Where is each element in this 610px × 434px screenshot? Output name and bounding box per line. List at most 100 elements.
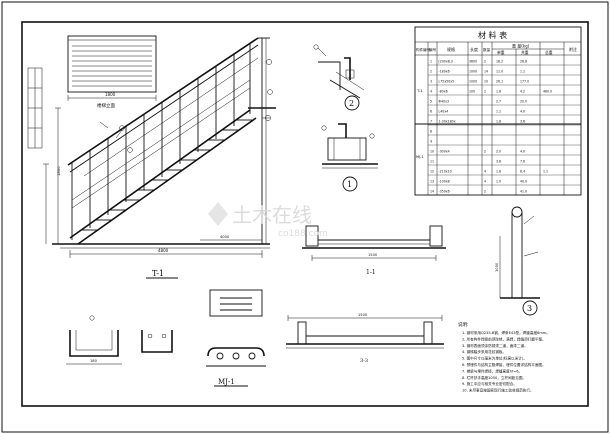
sheet-inner-border — [21, 21, 589, 407]
table-row: 9 — [430, 139, 432, 143]
cell-total: 20.0 — [520, 99, 527, 103]
cell-unit: 11.0 — [496, 69, 503, 73]
cell-qty: 2 — [484, 149, 486, 153]
material-table: 材 料 表 构件编号 编号 规格 长度 数量 重 量(kg) 单重 共重 总重 … — [414, 26, 582, 196]
cell-unit: 1.8 — [496, 89, 501, 93]
cell-no: 9 — [430, 139, 432, 143]
stair-height-dim: 1800 — [56, 166, 61, 176]
cell-spec: -350x6 — [439, 189, 450, 193]
notes-list: 1. 钢材采用Q235-B钢，焊条E43型，焊缝高度6mm。2. 所有构件焊接前… — [462, 330, 550, 393]
watermark-logo-icon — [208, 202, 228, 226]
bracket-title: MJ-1 — [218, 378, 235, 386]
post-height-dim: 1050 — [495, 262, 499, 272]
group-label-t1: T-1 — [416, 88, 423, 93]
cell-spec: L75x50x5 — [439, 79, 455, 83]
detail-1-label: 1 — [347, 180, 352, 189]
stair-inner-dim: 4000 — [220, 235, 230, 239]
detail-2-label: 2 — [349, 99, 354, 108]
cell-total: 26.8 — [520, 59, 527, 63]
note-line: 4. 钢梯踏步采用花纹钢板。 — [462, 349, 506, 354]
cell-total: 40.0 — [520, 179, 527, 183]
plate-span-dim: 1500 — [358, 313, 368, 317]
group-label-mj1: MJ-1 — [416, 155, 424, 159]
th-weight: 重 量(kg) — [512, 43, 530, 49]
cell-no: 5 — [430, 99, 432, 103]
cell-total: 4.0 — [520, 149, 525, 153]
cell-qty: 2 — [484, 59, 486, 63]
th-spec: 规格 — [447, 46, 455, 52]
cell-unit: 2.0 — [496, 149, 501, 153]
cell-qty: 10 — [484, 79, 488, 83]
cell-qty: 14 — [484, 69, 488, 73]
detail-2-connection: 2 — [313, 44, 365, 111]
cell-len: 1000 — [469, 69, 477, 73]
note-line: 1. 钢材采用Q235-B钢，焊条E43型，焊缝高度6mm。 — [462, 330, 550, 335]
cell-unit: 3.8 — [496, 159, 501, 163]
watermark-main-text: 土木在线 — [232, 203, 312, 227]
cell-total: 4.0 — [520, 109, 525, 113]
cell-unit: 1.6 — [496, 169, 501, 173]
cell-unit: 1.1 — [496, 109, 501, 113]
post-detail-3: 1050 3 — [495, 206, 540, 316]
cell-qty: 4 — [484, 179, 486, 183]
cell-unit: 1.0 — [496, 179, 501, 183]
cell-no: 11 — [430, 159, 434, 163]
cell-spec: L40x4 — [439, 109, 449, 113]
general-notes: 说明: 1. 钢材采用Q235-B钢，焊条E43型，焊缝高度6mm。2. 所有构… — [458, 321, 550, 393]
cell-qty: 4 — [484, 169, 486, 173]
stair-total-dim: 4800 — [158, 248, 169, 253]
binding-margin-table — [27, 67, 43, 149]
table-row: 3 L75x50x5 1000 10 26.1 177.0 — [430, 79, 529, 83]
cell-total: 6.4 — [520, 169, 525, 173]
table-row: 12 -210x10 4 1.6 6.4 1.1 — [430, 169, 548, 173]
section-title: 1-1 — [366, 269, 376, 276]
th-component: 构件编号 — [416, 47, 431, 52]
cell-no: 13 — [430, 179, 434, 183]
cell-spec: [200x8.3 — [439, 59, 453, 63]
cell-no: 12 — [430, 169, 434, 173]
stair-callouts — [99, 117, 270, 139]
cell-no: 8 — [430, 129, 432, 133]
cell-unit: 26.1 — [496, 79, 503, 83]
cell-sum: 1.1 — [543, 169, 548, 173]
material-table-title: 材 料 表 — [478, 30, 507, 40]
cell-no: 1 — [430, 59, 432, 63]
th-count: 数量 — [483, 47, 491, 52]
cell-spec: 1-30x180x — [439, 119, 456, 123]
cell-len: 3600 — [469, 59, 477, 63]
top-plan-dim: 1800 — [105, 92, 116, 97]
th-part-no: 编号 — [429, 47, 437, 52]
notes-heading: 说明: — [458, 321, 469, 328]
cell-total: 177.0 — [520, 79, 529, 83]
cell-spec: -210x10 — [439, 169, 452, 173]
cell-unit: 2.7 — [496, 99, 501, 103]
note-line: 8. 栏杆扶手高度1050，立杆间距见图。 — [462, 375, 526, 380]
note-line: 2. 所有构件焊接前须除锈，满焊，焊缝须打磨平整。 — [462, 336, 546, 341]
plate-title: 3-3 — [360, 358, 368, 364]
cell-spec: -300x4 — [439, 149, 450, 153]
detail-3-label: 3 — [527, 304, 532, 313]
stair-view-title: T-1 — [152, 269, 164, 278]
watermark: 土木在线 co188.com — [208, 202, 328, 239]
cell-qty: 2 — [484, 189, 486, 193]
stair-top-plan: 1800 楼梯立面 — [67, 35, 157, 109]
cell-total: 3.6 — [520, 119, 525, 123]
section-span-dim: 1500 — [368, 253, 378, 257]
cell-len: 1000 — [469, 79, 477, 83]
cell-no: 6 — [430, 109, 432, 113]
cell-no: 3 — [430, 79, 432, 83]
cell-len: 100 — [469, 89, 475, 93]
cell-total: 1.1 — [520, 69, 525, 73]
th-unit-wt: 单重 — [497, 50, 505, 55]
note-line: 9. 施工中应与相关专业密切配合。 — [462, 381, 517, 386]
stair-treads — [82, 119, 252, 231]
cell-unit: 1.8 — [496, 119, 501, 123]
note-line: 5. 图中尺寸以毫米为单位(标高以米计)。 — [462, 356, 527, 361]
